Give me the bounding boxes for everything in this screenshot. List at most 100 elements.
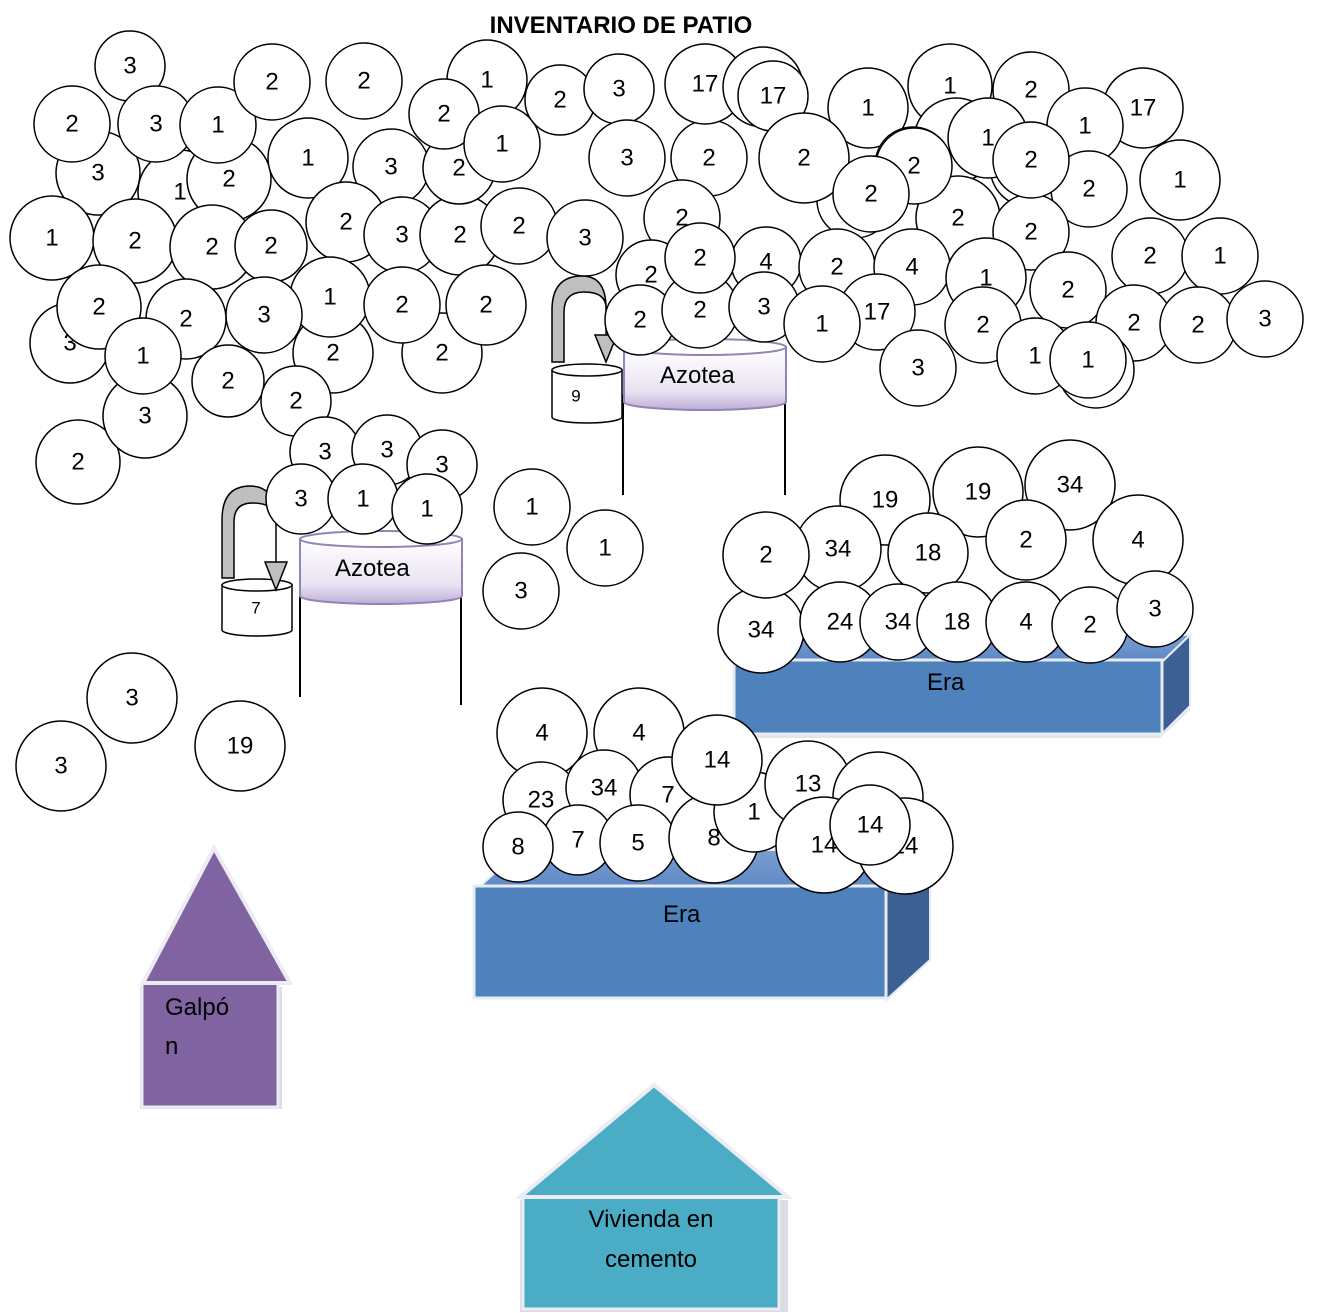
plant-circle: 2 — [363, 266, 441, 344]
plant-count: 3 — [578, 225, 591, 252]
plant-count: 3 — [149, 111, 162, 138]
plant-count: 2 — [797, 145, 810, 172]
plant-circle: 4 — [1092, 494, 1184, 586]
plant-count: 1 — [45, 225, 58, 252]
plant-circle-shape — [992, 121, 1070, 199]
plant-circle: 2 — [191, 344, 265, 418]
plant-circle-shape — [15, 720, 107, 812]
azotea-bottom-label: Azotea — [335, 555, 410, 582]
plant-circle: 3 — [265, 463, 337, 535]
plant-circle: 2 — [325, 42, 403, 120]
plant-count: 1 — [815, 311, 828, 338]
plant-circle: 1 — [463, 105, 541, 183]
plant-count: 1 — [301, 145, 314, 172]
plant-count: 2 — [289, 388, 302, 415]
plant-count: 2 — [1143, 243, 1156, 270]
plant-count: 2 — [976, 312, 989, 339]
plant-circle-shape — [482, 811, 554, 883]
plant-circle-shape — [86, 652, 178, 744]
plant-circle: 1 — [267, 117, 349, 199]
plant-circle: 1 — [104, 317, 182, 395]
plant-count: 2 — [221, 368, 234, 395]
plant-count: 3 — [125, 685, 138, 712]
plant-count: 34 — [591, 775, 618, 802]
plant-count: 5 — [631, 830, 644, 857]
plant-count: 2 — [693, 245, 706, 272]
plant-circle: 2 — [480, 187, 558, 265]
plant-count: 1 — [861, 95, 874, 122]
plant-count: 1 — [480, 67, 493, 94]
plant-circle-shape — [179, 86, 257, 164]
plant-circle-shape — [758, 112, 850, 204]
plant-count: 1 — [598, 535, 611, 562]
plant-circle: 2 — [985, 499, 1067, 581]
plant-count: 1 — [1213, 243, 1226, 270]
plant-count: 13 — [795, 771, 822, 798]
plant-circle: 2 — [445, 264, 527, 346]
plant-circle-shape — [445, 264, 527, 346]
plant-count: 14 — [704, 747, 731, 774]
plant-count: 2 — [452, 155, 465, 182]
plant-count: 1 — [136, 343, 149, 370]
plant-circle-shape — [827, 67, 909, 149]
plant-circle-shape — [879, 329, 957, 407]
plant-circle: 3 — [352, 128, 430, 206]
plant-count: 3 — [1148, 596, 1161, 623]
plant-circle-shape — [363, 266, 441, 344]
plant-circle-shape — [722, 511, 810, 599]
plant-circle-shape — [104, 317, 182, 395]
plant-circle: 3 — [583, 53, 655, 125]
plant-count: 2 — [128, 228, 141, 255]
plant-circle-shape — [482, 552, 560, 630]
plant-count: 4 — [905, 254, 918, 281]
plant-circle-shape — [671, 714, 763, 806]
plant-count: 18 — [915, 540, 942, 567]
plant-circle: 3 — [86, 652, 178, 744]
plant-circle: 1 — [783, 285, 861, 363]
plant-count: 1 — [1081, 347, 1094, 374]
vivienda-label-2: cemento — [605, 1246, 697, 1273]
plant-circle: 3 — [1226, 280, 1304, 358]
plant-circle: 3 — [1116, 570, 1194, 648]
plant-circle: 1 — [391, 473, 463, 545]
pot-left: 7 — [221, 578, 293, 637]
plant-count: 2 — [357, 68, 370, 95]
pot-top-label: 9 — [571, 387, 580, 406]
plant-circle-shape — [325, 42, 403, 120]
plant-count: 2 — [1019, 527, 1032, 554]
plant-count: 2 — [453, 222, 466, 249]
plant-circle: 2 — [604, 284, 676, 356]
plant-count: 2 — [693, 297, 706, 324]
plant-count: 4 — [1131, 527, 1144, 554]
plant-count: 3 — [54, 753, 67, 780]
plant-circle: 3 — [546, 199, 624, 277]
plant-count: 2 — [951, 205, 964, 232]
plant-count: 2 — [1082, 176, 1095, 203]
plant-count: 1 — [323, 284, 336, 311]
plant-count: 1 — [211, 112, 224, 139]
plant-circle: 2 — [758, 112, 850, 204]
plant-circle-shape — [566, 509, 644, 587]
plant-circle: 2 — [1111, 217, 1189, 295]
plant-circle: 18 — [887, 512, 969, 594]
plant-count: 2 — [512, 213, 525, 240]
plant-count: 1 — [1173, 167, 1186, 194]
plant-count: 17 — [1130, 95, 1157, 122]
plant-circle: 1 — [566, 509, 644, 587]
plant-circle: 2 — [35, 419, 121, 505]
plant-count: 8 — [707, 825, 720, 852]
era-right-label: Era — [927, 669, 965, 696]
plant-circle: 34 — [717, 586, 805, 674]
plant-count: 2 — [1127, 310, 1140, 337]
plant-circle: 3 — [588, 119, 666, 197]
plant-count: 1 — [1028, 343, 1041, 370]
plant-circle: 1 — [493, 468, 571, 546]
plant-circle: 2 — [722, 511, 810, 599]
plant-count: 2 — [265, 69, 278, 96]
plant-circle: 24 — [799, 581, 881, 663]
plant-circle: 8 — [482, 811, 554, 883]
plant-count: 1 — [943, 73, 956, 100]
plant-count: 2 — [326, 340, 339, 367]
plant-count: 3 — [138, 403, 151, 430]
